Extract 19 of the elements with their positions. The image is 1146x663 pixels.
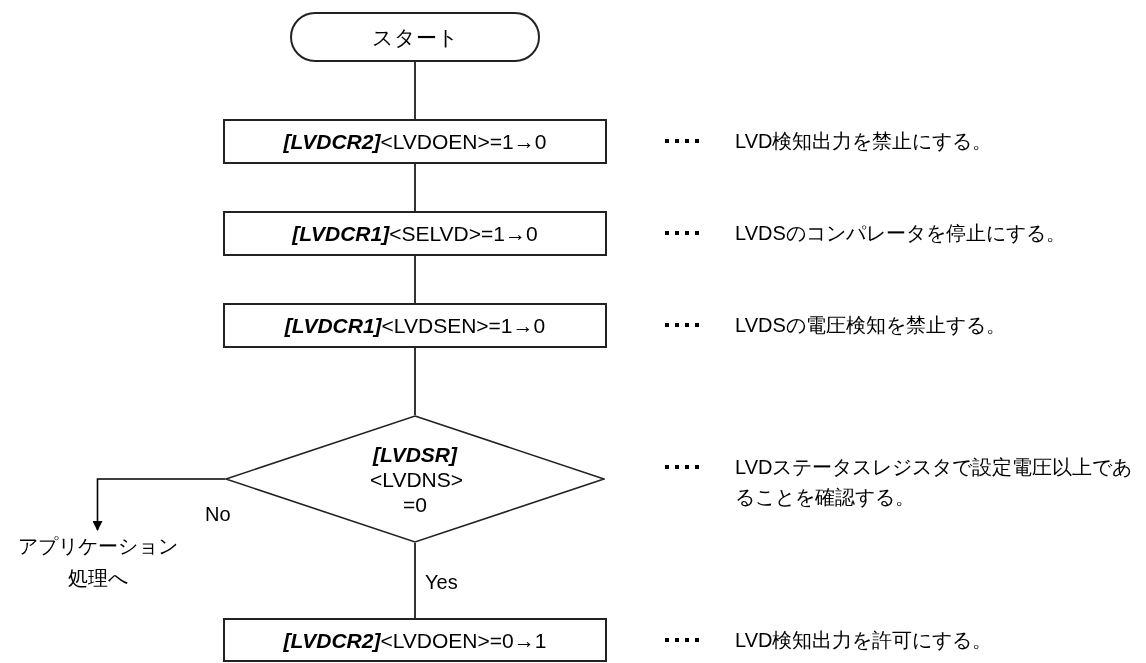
note-text: LVDSの電圧検知を禁止する。 <box>735 313 1007 338</box>
connector <box>414 542 416 619</box>
note-text: LVD検知出力を禁止にする。 <box>735 129 994 154</box>
note-text: LVDステータスレジスタで設定電圧以上であることを確認する。 <box>735 455 1134 510</box>
note-text: LVDSのコンパレータを停止にする。 <box>735 221 1067 246</box>
node-text: アプリケーション処理へ <box>10 530 185 596</box>
process-box: [LVDCR1]<SELVD>=1→0 <box>223 211 607 256</box>
process-box: [LVDCR1]<LVDSEN>=1→0 <box>223 303 607 348</box>
start-terminal: スタート <box>290 12 540 62</box>
condition-text: <LVDNS> =0 <box>370 466 460 517</box>
connector <box>414 255 416 304</box>
connector <box>414 163 416 212</box>
process-box: [LVDCR2]<LVDOEN>=1→0 <box>223 119 607 164</box>
note-text: LVD検知出力を許可にする。 <box>735 628 994 653</box>
connector <box>414 61 416 120</box>
process-box: [LVDCR2]<LVDOEN>=0→1 <box>223 618 607 662</box>
connector <box>92 478 226 531</box>
connector <box>414 347 416 416</box>
register-name: [LVDSR] <box>373 441 457 467</box>
